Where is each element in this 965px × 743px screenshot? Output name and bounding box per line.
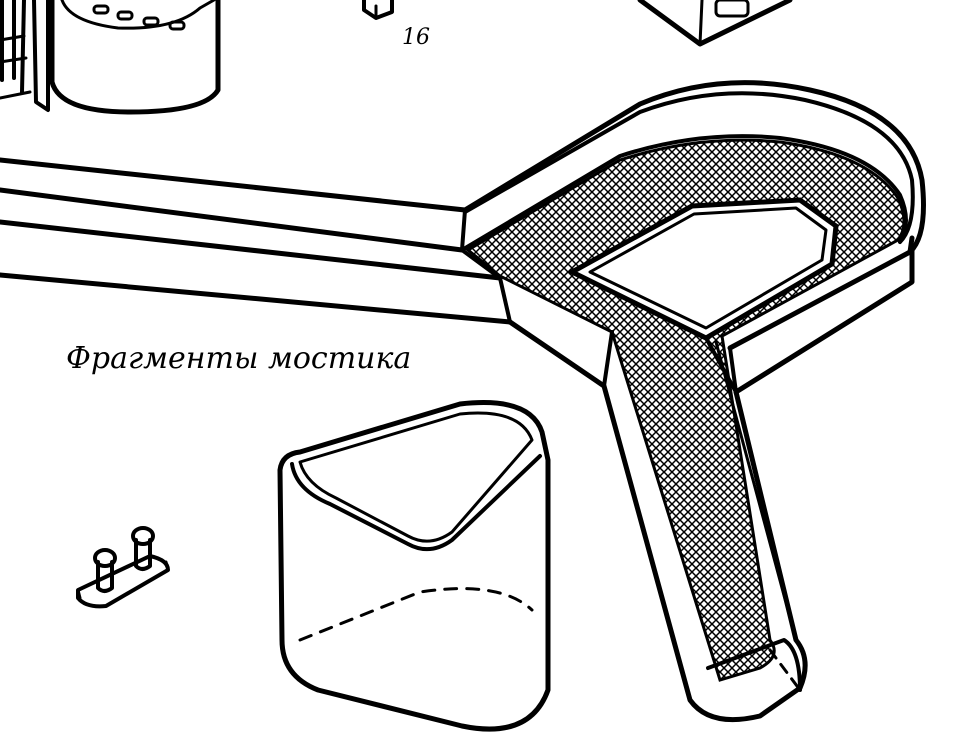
- bridge-walkway: [0, 80, 926, 723]
- pin-bracket: [76, 526, 170, 609]
- tank-vents: [92, 4, 186, 31]
- outer-rail: [462, 80, 926, 351]
- caption-label: Фрагменты мостика: [66, 341, 411, 376]
- pin-right: [131, 526, 155, 571]
- tower-structure: [0, 0, 50, 112]
- deck-beam: [0, 157, 513, 325]
- pin-left: [93, 548, 117, 593]
- rounded-tank: [277, 400, 551, 732]
- control-box: [637, 0, 793, 47]
- small-post: [362, 0, 394, 20]
- part-number-label: 16: [402, 25, 430, 50]
- descending-arm: [507, 319, 808, 723]
- cylinder-tank: [49, 0, 221, 115]
